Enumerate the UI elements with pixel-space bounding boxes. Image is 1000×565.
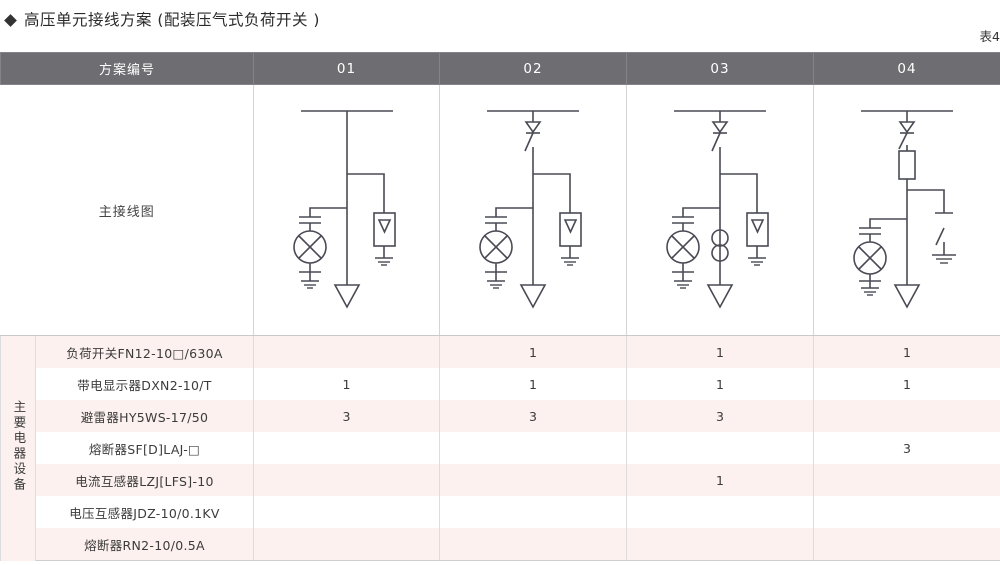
equipment-qty-03: 3 (626, 400, 815, 432)
wiring-diagram-01 (253, 84, 441, 336)
header-scheme-number: 方案编号 (0, 52, 255, 85)
wiring-diagram-label: 主接线图 (0, 84, 255, 336)
equipment-qty-04 (813, 528, 1000, 561)
table-row: 主要电器设备 负荷开关FN12-10□/630A 1 1 1 (0, 335, 1000, 561)
header-column-02: 02 (439, 52, 628, 85)
wiring-diagram-03 (626, 84, 815, 336)
table-row: 避雷器HY5WS-17/50 3 3 3 (1, 400, 1000, 432)
equipment-qty-02 (439, 496, 628, 528)
equipment-qty-03: 1 (626, 464, 815, 496)
wiring-diagram-row: 主接线图 (0, 84, 1000, 336)
diamond-bullet-icon (4, 14, 17, 27)
header-column-01: 01 (253, 52, 441, 85)
equipment-qty-01 (253, 464, 441, 496)
equipment-qty-04 (813, 464, 1000, 496)
page-title: 高压单元接线方案 (配装压气式负荷开关 ) (24, 11, 320, 29)
equipment-name: 电流互感器LZJ[LFS]-10 (34, 464, 255, 496)
equipment-qty-04: 1 (813, 368, 1000, 400)
table-row: 熔断器SF[D]LAJ-□ 3 (1, 432, 1000, 464)
equipment-qty-02 (439, 432, 628, 464)
equipment-qty-02: 3 (439, 400, 628, 432)
equipment-name: 电压互感器JDZ-10/0.1KV (34, 496, 255, 528)
equipment-qty-02 (439, 528, 628, 561)
equipment-qty-03: 1 (626, 335, 815, 368)
table-number-label: 表4 (979, 29, 1000, 44)
equipment-qty-03: 1 (626, 368, 815, 400)
page-title-bar: 高压单元接线方案 (配装压气式负荷开关 ) 表4 (0, 0, 1000, 52)
equipment-name: 负荷开关FN12-10□/630A (34, 335, 255, 368)
equipment-qty-01 (253, 335, 441, 368)
equipment-qty-04 (813, 496, 1000, 528)
table-row: 电压互感器JDZ-10/0.1KV (1, 496, 1000, 528)
equipment-qty-03 (626, 432, 815, 464)
equipment-name: 避雷器HY5WS-17/50 (34, 400, 255, 432)
equipment-qty-03 (626, 528, 815, 561)
table-header-row: 方案编号 01 02 03 04 (0, 52, 1000, 85)
equipment-name: 熔断器SF[D]LAJ-□ (34, 432, 255, 464)
circuit-svg-04 (853, 110, 957, 309)
equipment-qty-02: 1 (439, 335, 628, 368)
equipment-qty-03 (626, 496, 815, 528)
circuit-svg-01 (292, 110, 396, 309)
table-row: 电流互感器LZJ[LFS]-10 1 (1, 464, 1000, 496)
circuit-svg-02 (479, 110, 582, 309)
equipment-section-label: 主要电器设备 (0, 335, 36, 561)
header-column-03: 03 (626, 52, 815, 85)
equipment-qty-04: 3 (813, 432, 1000, 464)
header-column-04: 04 (813, 52, 1000, 85)
equipment-qty-04 (813, 400, 1000, 432)
equipment-qty-01 (253, 432, 441, 464)
equipment-qty-01 (253, 496, 441, 528)
equipment-qty-01: 3 (253, 400, 441, 432)
equipment-qty-02 (439, 464, 628, 496)
equipment-qty-02: 1 (439, 368, 628, 400)
equipment-qty-01: 1 (253, 368, 441, 400)
circuit-svg-03 (666, 110, 769, 309)
equipment-name: 带电显示器DXN2-10/T (34, 368, 255, 400)
scheme-table: 方案编号 01 02 03 04 主接线图 (0, 52, 1000, 561)
equipment-name: 熔断器RN2-10/0.5A (34, 528, 255, 561)
wiring-diagram-04 (813, 84, 1000, 336)
wiring-diagram-02 (439, 84, 628, 336)
table-row: 熔断器RN2-10/0.5A (1, 528, 1000, 561)
equipment-qty-04: 1 (813, 335, 1000, 368)
table-row: 带电显示器DXN2-10/T 1 1 1 1 (1, 368, 1000, 400)
equipment-qty-01 (253, 528, 441, 561)
